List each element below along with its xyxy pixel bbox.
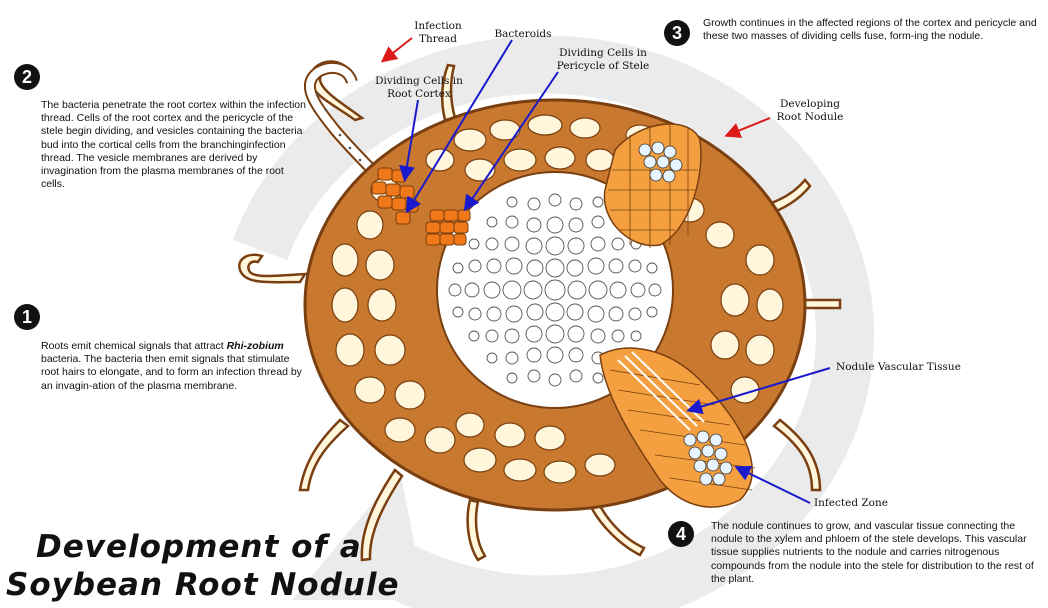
title-line-1: Development of a [36, 530, 362, 564]
label-dividing-cortex: Dividing Cells in Root Cortex [375, 75, 463, 101]
label-nodule-vascular: Nodule Vascular Tissue [836, 361, 966, 374]
label-bacteroids: Bacteroids [488, 28, 558, 41]
step-4-badge: 4 [668, 521, 694, 547]
label-dividing-pericycle: Dividing Cells in Pericycle of Stele [554, 47, 652, 73]
label-infection-thread: Infection Thread [408, 20, 468, 46]
title-line-2: Soybean Root Nodule [6, 568, 400, 602]
step-1-text-emphasis: Rhi-zobium [227, 340, 284, 352]
step-1-text: Roots emit chemical signals that attract… [41, 340, 303, 393]
label-infected-zone: Infected Zone [814, 497, 904, 510]
step-3-badge: 3 [664, 20, 690, 46]
step-3-text: Growth continues in the affected regions… [703, 17, 1043, 43]
step-4-text: The nodule continues to grow, and vascul… [711, 520, 1041, 586]
dividing-cells-pericycle [426, 210, 470, 245]
step-2-badge: 2 [14, 64, 40, 90]
label-developing-nodule: Developing Root Nodule [776, 98, 844, 124]
step-1-text-post: bacteria. The bacteria then emit signals… [41, 353, 302, 391]
step-1-text-pre: Roots emit chemical signals that attract [41, 340, 227, 352]
step-1-badge: 1 [14, 304, 40, 330]
step-2-text: The bacteria penetrate the root cortex w… [41, 99, 309, 191]
